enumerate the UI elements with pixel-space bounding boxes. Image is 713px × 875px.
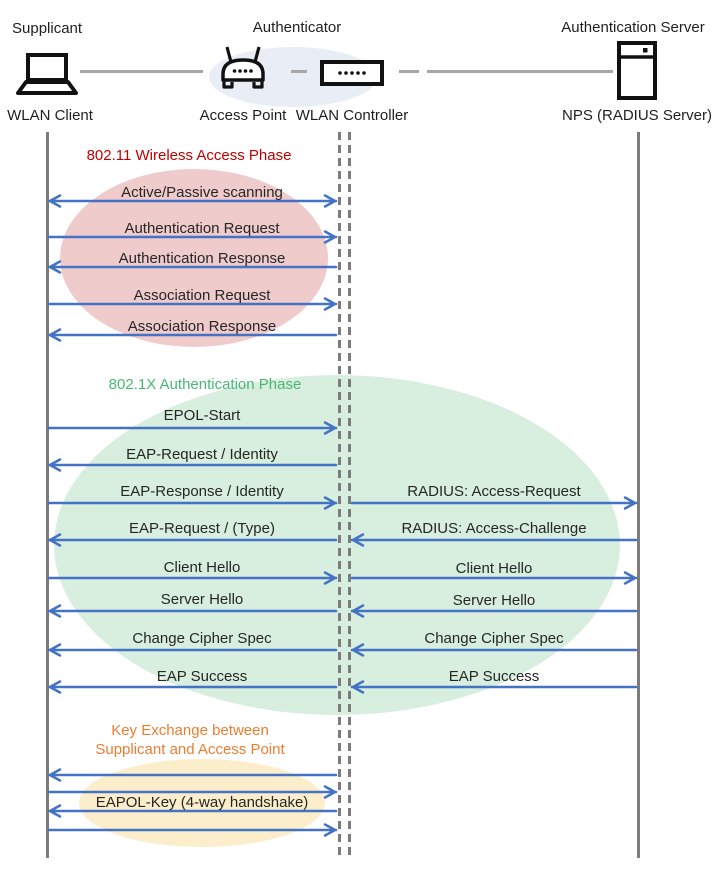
connector-line bbox=[291, 70, 307, 73]
keyexchange-phase-title-line2: Supplicant and Access Point bbox=[95, 741, 285, 758]
authenticator-role-label: Authenticator bbox=[252, 19, 342, 36]
wlan-controller-icon bbox=[320, 60, 384, 86]
server-name-label: NPS (RADIUS Server) bbox=[561, 107, 713, 124]
server-role-label: Authentication Server bbox=[561, 19, 705, 36]
access-point-lifeline bbox=[338, 132, 341, 858]
dot1x-phase-ellipse bbox=[54, 375, 620, 715]
access-point-icon bbox=[221, 46, 265, 89]
supplicant-name-label: WLAN Client bbox=[7, 107, 93, 124]
connector-line bbox=[427, 70, 613, 73]
wireless-phase-title: 802.11 Wireless Access Phase bbox=[86, 147, 292, 164]
laptop-icon bbox=[16, 53, 78, 95]
wireless-phase-ellipse bbox=[60, 169, 328, 347]
server-lifeline bbox=[637, 132, 640, 858]
server-icon bbox=[617, 41, 657, 100]
supplicant-lifeline bbox=[46, 132, 49, 858]
controller-lifeline bbox=[348, 132, 351, 858]
dot1x-phase-title: 802.1X Authentication Phase bbox=[108, 376, 302, 393]
connector-line bbox=[399, 70, 419, 73]
access-point-name-label: Access Point bbox=[199, 107, 287, 124]
keyexchange-phase-title-line1: Key Exchange between bbox=[111, 722, 269, 739]
controller-name-label: WLAN Controller bbox=[295, 107, 409, 124]
keyexchange-phase-ellipse bbox=[79, 759, 325, 847]
connector-line bbox=[80, 70, 203, 73]
supplicant-role-label: Supplicant bbox=[12, 20, 83, 37]
